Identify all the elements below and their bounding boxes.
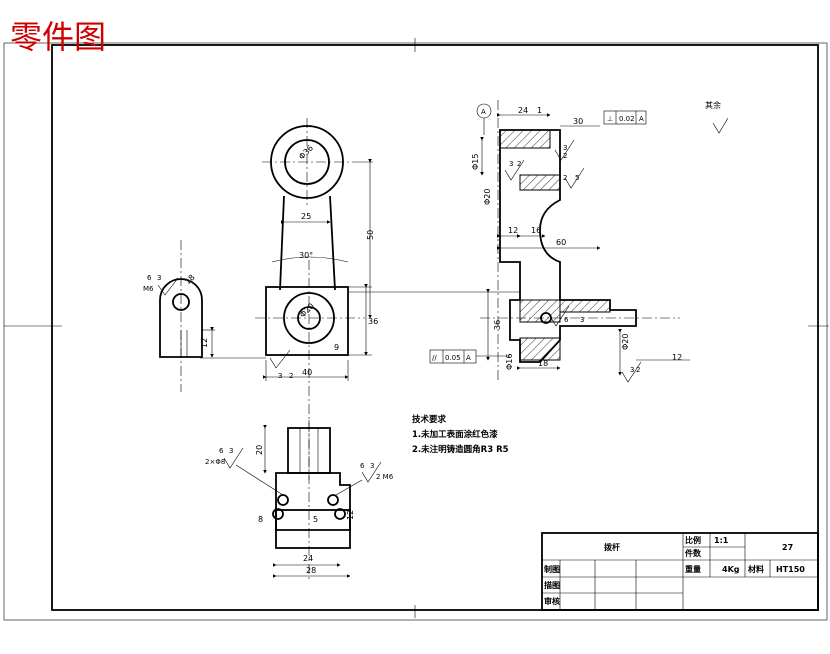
svg-text:12: 12 — [346, 510, 355, 520]
svg-text:20: 20 — [255, 445, 264, 455]
svg-text:16: 16 — [531, 226, 541, 235]
tech-req-title: 技术要求 — [412, 414, 447, 425]
svg-text:2: 2 — [563, 174, 567, 182]
svg-text:12: 12 — [672, 353, 682, 362]
svg-text:3: 3 — [229, 447, 233, 455]
section-top-flange — [499, 129, 551, 149]
svg-text:6: 6 — [147, 274, 152, 282]
svg-text:1:1: 1:1 — [714, 536, 729, 545]
svg-text:3: 3 — [157, 274, 161, 282]
svg-text:3: 3 — [278, 372, 282, 380]
inner-border — [51, 44, 819, 611]
svg-text:24: 24 — [303, 554, 313, 563]
svg-text:重量: 重量 — [685, 564, 701, 574]
svg-text:M6: M6 — [143, 285, 154, 293]
svg-text:6: 6 — [564, 316, 569, 324]
svg-text:27: 27 — [782, 543, 793, 552]
svg-text:25: 25 — [301, 212, 311, 221]
svg-text:18: 18 — [538, 359, 548, 368]
part-name: 拨杆 — [604, 542, 620, 552]
svg-text:1: 1 — [537, 106, 542, 115]
tech-req-item-1: 1.未加工表面涂红色漆 — [412, 429, 498, 440]
front-view: 25 30° 50 Φ36 Φ20 36 9 40 3 2 — [200, 118, 520, 480]
svg-text:3: 3 — [370, 462, 374, 470]
tol-frame-parallel — [429, 349, 477, 364]
svg-text:⊥: ⊥ — [607, 115, 613, 123]
outer-border — [3, 42, 828, 621]
svg-text:Φ20: Φ20 — [621, 334, 630, 350]
svg-text:5: 5 — [313, 515, 318, 524]
svg-text:24: 24 — [518, 106, 528, 115]
page-title: 零件图 — [10, 18, 106, 56]
svg-text:2 M6: 2 M6 — [376, 473, 394, 481]
svg-text:12: 12 — [508, 226, 518, 235]
base-lower — [275, 509, 351, 549]
bottom-view: 20 24 28 8 5 12 2×Φ8 6 3 6 3 2 M6 — [205, 420, 394, 580]
svg-text:制图: 制图 — [544, 564, 560, 574]
svg-text:9: 9 — [334, 343, 339, 352]
svg-text:4Kg: 4Kg — [722, 565, 740, 574]
tol-frame-perp — [603, 110, 647, 125]
svg-text:2: 2 — [563, 152, 567, 160]
svg-text:Φ36: Φ36 — [297, 143, 315, 161]
svg-text:审核: 审核 — [544, 596, 560, 606]
svg-text:Φ16: Φ16 — [505, 354, 514, 370]
svg-text:36: 36 — [368, 317, 378, 326]
svg-text:0.05: 0.05 — [445, 354, 461, 362]
section-mid-hatch — [519, 299, 561, 323]
tech-req-item-2: 2.未注明铸造圆角R3 R5 — [412, 444, 509, 455]
section-view: A 24 1 30 ⊥ 0.02 A 3 2 3 2 2 5 Φ15 Φ20 1… — [429, 100, 690, 383]
svg-text:40: 40 — [302, 368, 312, 377]
section-top-web — [519, 174, 561, 191]
svg-text:Φ15: Φ15 — [471, 154, 480, 170]
svg-text:比例: 比例 — [685, 535, 701, 545]
svg-text:28: 28 — [306, 566, 316, 575]
svg-text:36: 36 — [493, 320, 502, 330]
svg-text:5: 5 — [575, 174, 579, 182]
svg-text:30: 30 — [573, 117, 583, 126]
hub-block — [265, 286, 349, 356]
svg-text:描图: 描图 — [544, 580, 560, 590]
svg-text:3: 3 — [563, 144, 567, 152]
svg-text:3: 3 — [630, 366, 634, 374]
svg-text:2: 2 — [517, 160, 521, 168]
section-low-hatch — [519, 337, 561, 361]
surface-note: 其余 — [705, 100, 721, 110]
svg-text:材料: 材料 — [748, 564, 764, 574]
svg-text:6: 6 — [360, 462, 365, 470]
svg-text:30°: 30° — [299, 251, 313, 260]
svg-text:3: 3 — [580, 316, 584, 324]
title-block: 拨杆 比例 1:1 件数 重量 4Kg 材料 HT150 27 制图 描图 审核 — [541, 532, 819, 611]
arm-left-edge — [279, 195, 285, 291]
arm-right-edge — [329, 195, 336, 291]
svg-text:A: A — [639, 115, 644, 123]
svg-text:Φ20: Φ20 — [483, 189, 492, 205]
svg-text:2: 2 — [289, 372, 293, 380]
svg-text:50: 50 — [366, 230, 375, 240]
svg-text:2: 2 — [636, 366, 640, 374]
svg-text:3: 3 — [509, 160, 513, 168]
svg-text:12: 12 — [200, 338, 209, 348]
svg-text:Φ20: Φ20 — [298, 301, 316, 319]
svg-text:60: 60 — [556, 238, 566, 247]
roughness-general-symbol — [712, 117, 729, 134]
svg-text:6: 6 — [219, 447, 224, 455]
left-block — [159, 278, 203, 358]
svg-text://: // — [432, 354, 437, 362]
svg-text:0.02: 0.02 — [619, 115, 635, 123]
left-view: 12 18 M6 6 3 — [143, 240, 215, 392]
svg-text:件数: 件数 — [685, 548, 702, 558]
svg-text:A: A — [481, 108, 486, 116]
svg-text:A: A — [466, 354, 471, 362]
svg-text:HT150: HT150 — [776, 565, 805, 574]
svg-text:8: 8 — [258, 515, 263, 524]
svg-text:2×Φ8: 2×Φ8 — [205, 458, 225, 466]
